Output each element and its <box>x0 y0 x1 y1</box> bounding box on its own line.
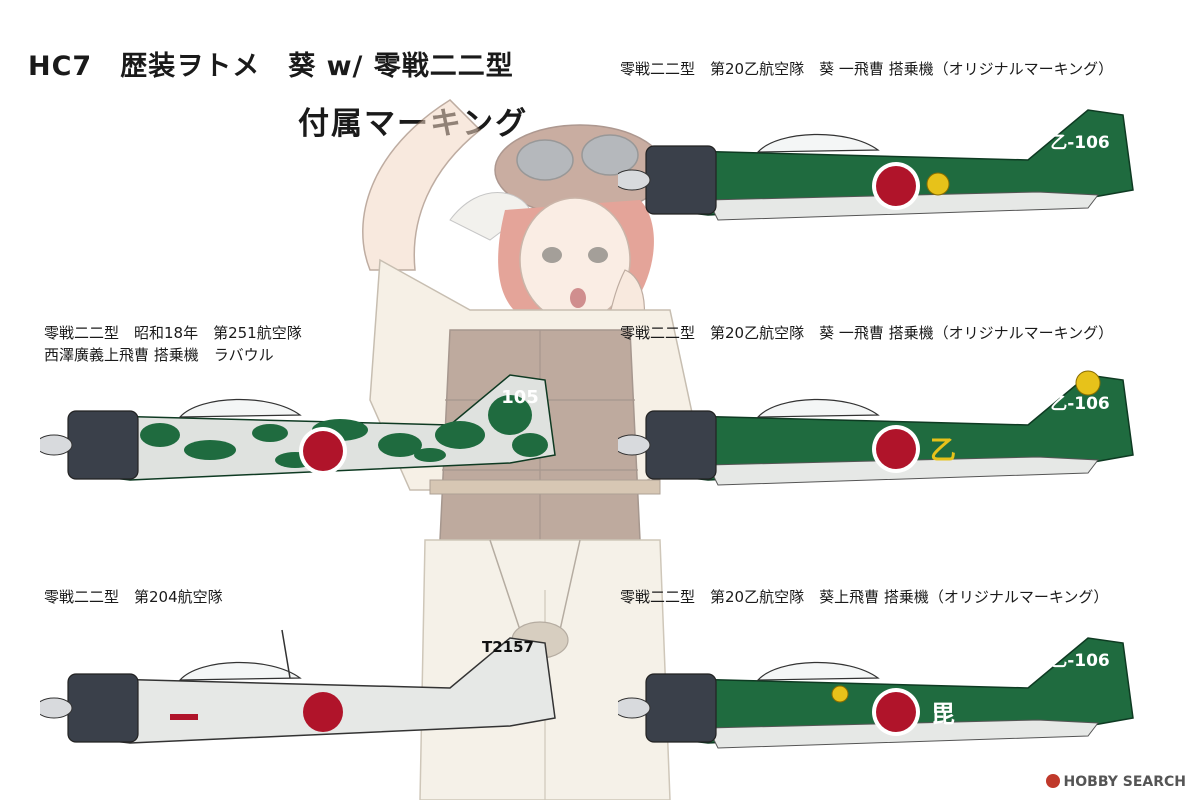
caption-marking-5: 零戦二二型 第20乙航空隊 葵上飛曹 搭乗機（オリジナルマーキング） <box>620 588 1109 606</box>
aoi-crest-icon <box>1075 370 1101 396</box>
hinomaru <box>876 692 916 732</box>
caption-marking-3: 零戦二二型 第20乙航空隊 葵 一飛曹 搭乗機（オリジナルマーキング） <box>620 324 1114 342</box>
caption-marking-4: 零戦二二型 第204航空隊 <box>44 588 223 606</box>
fuselage-mark: 毘 <box>931 700 955 728</box>
watermark: HOBBY SEARCH <box>1045 774 1186 790</box>
aircraft-profile-3: 乙 乙-106 <box>618 370 1134 486</box>
caption-marking-2: 零戦二二型 昭和18年 第251航空隊 西澤廣義上飛曹 搭乗機 ラバウル <box>44 324 302 364</box>
aircraft-profile-4: T2157 <box>40 629 556 744</box>
hinomaru <box>876 429 916 469</box>
aoi-crest-icon <box>926 172 950 196</box>
fuselage-mark: 乙 <box>930 436 956 466</box>
aoi-crest-icon <box>831 685 849 703</box>
aircraft-profile-2: 105 <box>40 374 556 481</box>
tail-code: 乙-106 <box>1050 651 1110 671</box>
page-title: HC7 歴装ヲトメ 葵 w/ 零戦二二型 <box>28 51 514 82</box>
hinomaru <box>876 166 916 206</box>
aircraft-profile-1: 乙-106 <box>618 109 1134 221</box>
aircraft-profile-5: 毘 乙-106 <box>618 637 1134 749</box>
tail-code: 105 <box>501 387 539 408</box>
tail-code: T2157 <box>482 638 534 656</box>
tail-code: 乙-106 <box>1050 133 1110 153</box>
hobby-search-logo-icon <box>1045 774 1060 788</box>
caption-marking-1: 零戦二二型 第20乙航空隊 葵 一飛曹 搭乗機（オリジナルマーキング） <box>620 60 1114 78</box>
radio-mast <box>281 629 291 679</box>
hinomaru <box>303 431 343 471</box>
tail-code: 乙-106 <box>1050 394 1110 414</box>
hinomaru <box>303 692 343 732</box>
